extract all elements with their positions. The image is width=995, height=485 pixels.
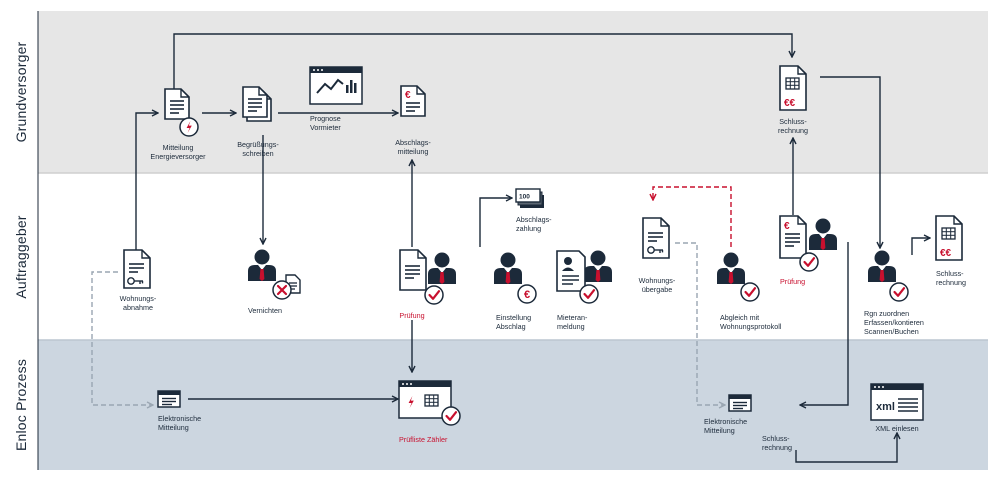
check-icon xyxy=(440,405,462,427)
mitteilung-label-1: Mitteilung xyxy=(163,143,194,152)
invoice-document-icon: €€ xyxy=(779,65,807,111)
abschlagsmitteilung-label-2: mitteilung xyxy=(398,147,429,156)
schlussrechnung-right-label-1: Schluss- xyxy=(936,269,964,278)
check-icon xyxy=(888,281,910,303)
document-stack-icon xyxy=(242,86,268,118)
svg-text:€€: €€ xyxy=(784,98,796,109)
vernichten-label: Vernichten xyxy=(248,306,282,315)
wohnungsabnahme-label-2: abnahme xyxy=(123,303,153,312)
einstellung-abschlag-node: € Einstellung Abschlag xyxy=(494,252,537,331)
wohnungsabnahme-node: Wohnungs- abnahme xyxy=(120,249,157,312)
abgleich-label-2: Wohnungsprotokoll xyxy=(720,322,782,331)
svg-text:€: € xyxy=(784,221,790,232)
check-icon xyxy=(423,284,445,306)
wohnungsuebergabe-label-1: Wohnungs- xyxy=(639,276,676,285)
abschlagszahlung-node: 100 Abschlags- zahlung xyxy=(515,188,552,233)
check-icon xyxy=(739,281,761,303)
einstellung-label-1: Einstellung xyxy=(496,313,531,322)
mieteranmeldung-node: Mieteran- meldung xyxy=(556,250,612,331)
xml-einlesen-label: XML einlesen xyxy=(875,424,918,433)
begruessung-label-1: Begrüßungs- xyxy=(237,140,279,149)
schlussrechnung-bottom-label-2: rechnung xyxy=(762,443,792,452)
wohnungsuebergabe-label-2: übergabe xyxy=(642,285,672,294)
euro-badge xyxy=(517,284,537,304)
begruessung-label-2: schreiben xyxy=(242,149,273,158)
pruefliste-zaehler-node: Prüfliste Zähler xyxy=(398,380,462,444)
pruefliste-label: Prüfliste Zähler xyxy=(399,435,448,444)
dashed-connectors xyxy=(91,242,725,405)
schlussrechnung-bottom-label-1: Schluss- xyxy=(762,434,790,443)
schlussrechnung-right-label-2: rechnung xyxy=(936,278,966,287)
pruefung-mid-node: Prüfung xyxy=(399,249,456,320)
lane-title-enloc: Enloc Prozess xyxy=(13,359,29,451)
mieteranmeldung-label-2: meldung xyxy=(557,322,585,331)
elektronische-mitteilung-right-node: Elektronische Mitteilung xyxy=(704,394,752,435)
grid-icon xyxy=(424,394,439,407)
abschlagszahlung-label-1: Abschlags- xyxy=(516,215,552,224)
red-dashed-connector xyxy=(653,186,732,247)
abschlagsmitteilung-label-1: Abschlags- xyxy=(395,138,431,147)
prognose-vormieter-node: Prognose Vormieter xyxy=(309,66,363,132)
money-badge: 100 xyxy=(519,194,530,201)
euro-document-icon: € xyxy=(779,215,807,259)
window-document-icon xyxy=(157,390,181,408)
schlussrechnung-top-node: €€ Schluss- rechnung xyxy=(778,65,808,135)
elektronische-right-label-1: Elektronische xyxy=(704,417,747,426)
lane-title-auftraggeber: Auftraggeber xyxy=(13,215,29,298)
rgn-label-2: Erfassen/kontieren xyxy=(864,318,924,327)
elektronische-mitteilung-left-node: Elektronische Mitteilung xyxy=(157,390,201,432)
rgn-label-1: Rgn zuordnen xyxy=(864,309,909,318)
mitteilung-label-2: Energieversorger xyxy=(150,152,206,161)
mitteilung-energieversorger-node: Mitteilung Energieversorger xyxy=(150,88,206,161)
svg-text:€€: €€ xyxy=(940,248,952,259)
elektronische-left-label-1: Elektronische xyxy=(158,414,201,423)
xml-einlesen-node: xml XML einlesen xyxy=(870,383,924,433)
document-icon xyxy=(164,88,190,120)
pruefung-right-label: Prüfung xyxy=(780,277,805,286)
window-document-icon xyxy=(728,394,752,412)
key-document-icon xyxy=(642,217,670,259)
begruessungsschreiben-node: Begrüßungs- schreiben xyxy=(237,86,279,158)
euro-document-icon: € xyxy=(400,85,426,117)
rgn-label-3: Scannen/Buchen xyxy=(864,327,919,336)
prognose-label-2: Vormieter xyxy=(310,123,341,132)
abgleich-node: Abgleich mit Wohnungsprotokoll xyxy=(717,252,782,331)
wohnungsabnahme-label-1: Wohnungs- xyxy=(120,294,157,303)
mieteranmeldung-label-1: Mieteran- xyxy=(557,313,588,322)
abgleich-label-1: Abgleich mit xyxy=(720,313,759,322)
document-icon xyxy=(399,249,427,291)
elektronische-left-label-2: Mitteilung xyxy=(158,423,189,432)
check-icon xyxy=(798,251,820,273)
xml-badge: xml xyxy=(876,401,895,413)
schlussrechnung-right-node: €€ Schluss- rechnung xyxy=(935,215,966,287)
schlussrechnung-bottom-node: Schluss- rechnung xyxy=(762,434,792,452)
vernichten-node: Vernichten xyxy=(248,249,301,315)
lane-grundversorger xyxy=(38,11,988,173)
invoice-document-icon: €€ xyxy=(935,215,963,261)
einstellung-label-2: Abschlag xyxy=(496,322,526,331)
euro-icon: € xyxy=(524,289,530,301)
pruefung-right-node: € Prüfung xyxy=(779,215,837,286)
rgn-zuordnen-node: Rgn zuordnen Erfassen/kontieren Scannen/… xyxy=(864,250,924,336)
cross-icon xyxy=(276,284,288,296)
trend-line-icon xyxy=(316,78,344,94)
pruefung-mid-label: Prüfung xyxy=(399,311,424,320)
abschlagsmitteilung-node: € Abschlags- mitteilung xyxy=(395,85,431,156)
check-icon xyxy=(578,283,600,305)
schlussrechnung-top-label-1: Schluss- xyxy=(779,117,807,126)
elektronische-right-label-2: Mitteilung xyxy=(704,426,735,435)
prognose-label-1: Prognose xyxy=(310,114,341,123)
key-document-icon xyxy=(123,249,151,289)
money-icon: 100 xyxy=(515,188,544,208)
wohnungsuebergabe-node: Wohnungs- übergabe xyxy=(639,217,676,294)
lane-title-grundversorger: Grundversorger xyxy=(13,41,29,142)
connectors xyxy=(135,33,930,463)
abschlagszahlung-label-2: zahlung xyxy=(516,224,541,233)
chart-window-icon xyxy=(309,66,363,105)
svg-text:€: € xyxy=(405,90,411,101)
schlussrechnung-top-label-2: rechnung xyxy=(778,126,808,135)
id-document-icon xyxy=(556,250,586,292)
